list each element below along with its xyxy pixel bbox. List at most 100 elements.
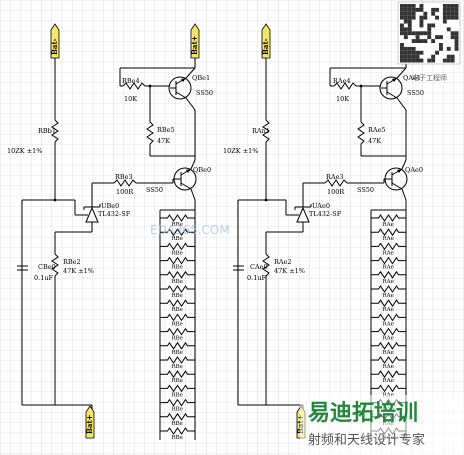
qr-cell bbox=[454, 31, 459, 36]
qr-cell bbox=[411, 4, 416, 8]
ladder-resistor bbox=[371, 270, 406, 279]
ladder-resistor bbox=[371, 370, 406, 379]
ladder-label: RBe bbox=[172, 250, 183, 256]
ladder-resistor bbox=[371, 256, 406, 265]
qr-cell bbox=[403, 19, 408, 24]
qr-cell bbox=[400, 43, 404, 47]
qr-cell bbox=[400, 4, 404, 8]
qr-cell bbox=[407, 50, 412, 55]
brand-logo: 易迪拓培训 射频和天线设计专家 bbox=[300, 395, 464, 455]
ladder-resistor bbox=[160, 341, 195, 350]
qr-cell bbox=[431, 23, 436, 28]
qr-cell bbox=[454, 11, 459, 16]
qr-cell bbox=[446, 58, 451, 63]
qr-cell bbox=[403, 50, 408, 55]
ladder-label: RBe bbox=[172, 279, 183, 285]
ladder-label: RAe bbox=[383, 293, 394, 299]
qr-cell bbox=[442, 58, 447, 63]
watermark-text: EDA365.COM bbox=[150, 223, 230, 237]
qr-cell bbox=[446, 7, 451, 12]
ladder-resistor bbox=[160, 398, 195, 407]
qae0-part: SS50 bbox=[357, 186, 374, 194]
qr-cell bbox=[419, 58, 424, 63]
qr-cell bbox=[423, 39, 428, 43]
ladder-label: RAe bbox=[383, 378, 394, 384]
qr-cell bbox=[419, 39, 424, 43]
qr-cell bbox=[403, 31, 408, 36]
ladder-label: RAe bbox=[383, 279, 394, 285]
qr-code: 电子工程师 bbox=[397, 1, 461, 82]
qr-cell bbox=[431, 39, 436, 43]
qr-cell bbox=[403, 27, 408, 32]
qr-cell bbox=[415, 35, 420, 40]
qr-cell bbox=[407, 4, 412, 8]
qr-cell bbox=[419, 31, 424, 36]
qr-cell bbox=[454, 15, 459, 20]
ladder-label: RBe bbox=[172, 407, 183, 413]
regulator-ube0 bbox=[80, 200, 101, 232]
qr-cell bbox=[400, 7, 404, 12]
cae0-value: 0.1uF bbox=[247, 274, 267, 282]
qr-cell bbox=[446, 46, 451, 51]
qr-cell bbox=[450, 58, 455, 63]
uae0-label: UAe0 bbox=[312, 202, 330, 210]
terminal-label: Bat+ bbox=[190, 35, 199, 55]
ladder-label: RAe bbox=[383, 307, 394, 313]
qr-cell bbox=[419, 7, 424, 12]
resistor-rae3 bbox=[324, 179, 348, 187]
ube0-label: UBe0 bbox=[101, 202, 119, 210]
ladder-label: RBe bbox=[172, 222, 183, 228]
terminal-bat-plus-left-bottom[interactable]: Bat+ bbox=[85, 405, 95, 439]
qr-cell bbox=[407, 23, 412, 28]
ladder-label: RAe bbox=[383, 350, 394, 356]
qr-cell bbox=[403, 46, 408, 51]
rae4-value: 10K bbox=[336, 95, 349, 103]
qr-cell bbox=[431, 54, 436, 59]
regulator-uae0 bbox=[291, 200, 312, 232]
ran1-value: 10ZK ±1% bbox=[223, 147, 258, 155]
ladder-resistor bbox=[160, 299, 195, 308]
cae0-label: CAe0 bbox=[250, 263, 268, 271]
ladder-resistor bbox=[160, 412, 195, 421]
qr-cell bbox=[407, 27, 412, 32]
terminal-bat-minus-right-top[interactable]: Bat- bbox=[261, 23, 271, 59]
ladder-resistor bbox=[371, 242, 406, 251]
terminal-bat-plus-left-top[interactable]: Bat+ bbox=[190, 23, 200, 59]
ladder-label: RBe bbox=[172, 336, 183, 342]
qr-cell bbox=[431, 11, 436, 16]
qr-cell bbox=[446, 4, 451, 8]
qr-cell bbox=[446, 27, 451, 32]
ladder-label: RBe bbox=[172, 265, 183, 271]
ladder-label: RBe bbox=[172, 421, 183, 427]
qr-cell bbox=[450, 4, 455, 8]
qr-cell bbox=[407, 19, 412, 24]
qr-cell bbox=[454, 39, 459, 43]
qr-cell bbox=[435, 15, 439, 20]
qbe1-label: QBe1 bbox=[192, 74, 210, 82]
ladder-resistor bbox=[371, 384, 406, 393]
qr-cell bbox=[411, 58, 416, 63]
terminal-label: Bat+ bbox=[85, 414, 94, 434]
rbb1-value: 10ZK ±1% bbox=[7, 147, 42, 155]
ladder-label: RBe bbox=[172, 321, 183, 327]
rae3-label: RAe3 bbox=[326, 173, 344, 181]
qr-cell bbox=[419, 15, 424, 20]
qr-cell bbox=[403, 4, 408, 8]
uae0-part: TL432-SF bbox=[309, 210, 342, 218]
ladder-resistor bbox=[371, 313, 406, 322]
rbb1-label: RBb1 bbox=[38, 127, 56, 135]
rae3-value: 100R bbox=[327, 188, 345, 196]
terminal-bat-minus-left-top[interactable]: Bat- bbox=[50, 23, 60, 59]
rae4-label: RAe4 bbox=[333, 77, 351, 85]
ladder-label: RAe bbox=[383, 321, 394, 327]
rbe5-label: RBe5 bbox=[157, 126, 175, 134]
resistor-rbe3 bbox=[113, 179, 137, 187]
qr-cell bbox=[423, 11, 428, 16]
qr-cell bbox=[427, 31, 432, 36]
qr-cell bbox=[400, 15, 404, 20]
qr-cell bbox=[403, 15, 408, 20]
qae0-label: QAe0 bbox=[405, 166, 423, 174]
qr-cell bbox=[407, 11, 412, 16]
ladder-label: RBe bbox=[172, 350, 183, 356]
qbe0-part: SS50 bbox=[146, 186, 163, 194]
